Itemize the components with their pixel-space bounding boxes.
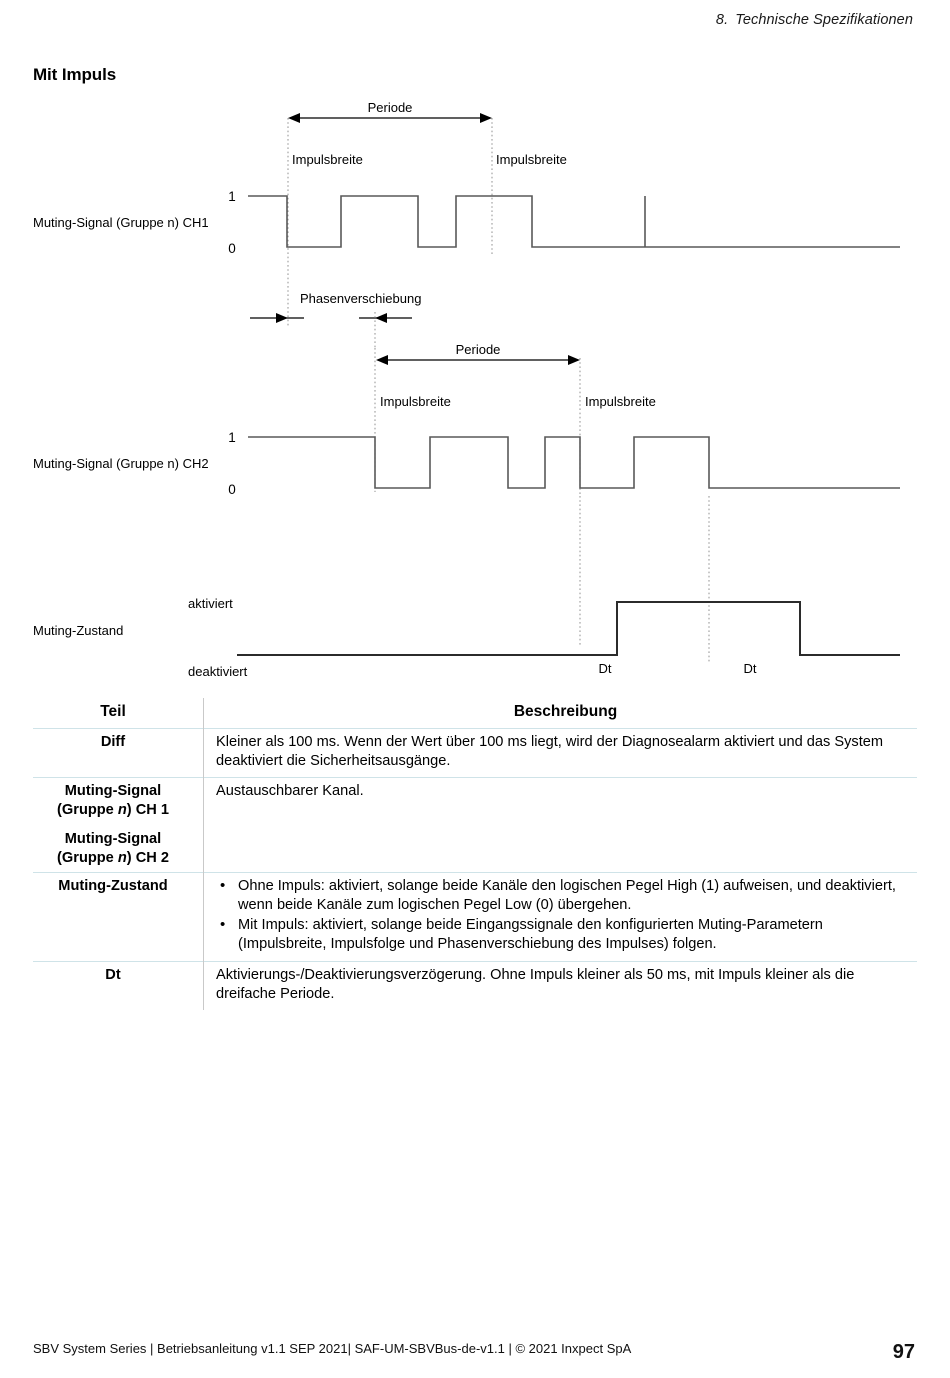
ch2-low-level-label: 0 xyxy=(228,482,236,497)
muting-state-waveform xyxy=(237,601,900,656)
ch2-pulsewidth-label-1: Impulsbreite xyxy=(380,394,451,409)
table-row-dt: Dt Aktivierungs-/Deaktivierungsverzögeru… xyxy=(33,961,917,1010)
ch1-group-prefix: (Gruppe xyxy=(57,801,118,818)
delay-label-1: Dt xyxy=(599,661,612,676)
page-number: 97 xyxy=(892,1341,915,1363)
ch1-period-annotation: Periode xyxy=(288,100,492,123)
column-header-description: Beschreibung xyxy=(203,698,917,729)
ch2-period-label: Periode xyxy=(456,342,501,357)
ch2-pulsewidth-label-2: Impulsbreite xyxy=(585,394,656,409)
ch1-pulsewidth-label-1: Impulsbreite xyxy=(292,152,363,167)
delay-label-2: Dt xyxy=(744,661,757,676)
page-header: 8. Technische Spezifikationen xyxy=(716,12,913,28)
muting-signal-ch1-line1: Muting-Signal xyxy=(64,783,162,800)
muting-signal-ch2-line2: (Gruppe n) CH 2 xyxy=(33,849,193,868)
ch1-pulsewidth-label-2: Impulsbreite xyxy=(496,152,567,167)
row-part-diff: Diff xyxy=(100,734,126,751)
phase-shift-annotation: Phasenverschiebung xyxy=(250,291,421,348)
muting-state-signal-name: Muting-Zustand xyxy=(33,623,123,638)
muting-state-bullet-list: Ohne Impuls: aktiviert, solange beide Ka… xyxy=(216,876,915,954)
ch2-group-suffix: ) CH 2 xyxy=(126,850,169,867)
table-row-muting-signal: Muting-Signal (Gruppe n) CH 1 Muting-Sig… xyxy=(33,777,917,873)
table-header-row: Teil Beschreibung xyxy=(33,698,917,729)
timing-diagram: Periode Impulsbreite Impulsbreite 1 0 Mu… xyxy=(0,90,950,690)
ch2-period-annotation: Periode xyxy=(376,342,580,365)
section-title: Mit Impuls xyxy=(33,65,117,84)
specification-table: Teil Beschreibung Diff Kleiner als 100 m… xyxy=(33,698,917,1010)
row-part-muting-state: Muting-Zustand xyxy=(58,877,168,894)
ch2-waveform xyxy=(248,436,900,489)
table-row-muting-state: Muting-Zustand Ohne Impuls: aktiviert, s… xyxy=(33,872,917,962)
table-row-diff: Diff Kleiner als 100 ms. Wenn der Wert ü… xyxy=(33,728,917,778)
table-body: Diff Kleiner als 100 ms. Wenn der Wert ü… xyxy=(33,728,917,1010)
muting-state-low-label: deaktiviert xyxy=(188,664,248,679)
ch1-period-label: Periode xyxy=(368,100,413,115)
row-part-dt: Dt xyxy=(105,966,121,983)
ch2-signal-name: Muting-Signal (Gruppe n) CH2 xyxy=(33,456,209,471)
table-head: Teil Beschreibung xyxy=(33,698,917,729)
ch2-high-level-label: 1 xyxy=(228,430,236,445)
row-description-muting-state: Ohne Impuls: aktiviert, solange beide Ka… xyxy=(203,872,917,962)
ch1-low-level-label: 0 xyxy=(228,241,236,256)
row-part-muting-signal: Muting-Signal (Gruppe n) CH 1 Muting-Sig… xyxy=(33,778,204,873)
ch1-high-level-label: 1 xyxy=(228,189,236,204)
ch2-group-italic-n: n xyxy=(117,850,127,867)
row-description-dt: Aktivierungs-/Deaktivierungsverzögerung.… xyxy=(203,961,917,1010)
page-footer: SBV System Series | Betriebsanleitung v1… xyxy=(33,1341,632,1356)
list-item: Ohne Impuls: aktiviert, solange beide Ka… xyxy=(216,876,915,915)
list-item: Mit Impuls: aktiviert, solange beide Ein… xyxy=(216,915,915,954)
ch1-group-italic-n: n xyxy=(117,801,127,818)
ch1-signal-name: Muting-Signal (Gruppe n) CH1 xyxy=(33,215,209,230)
column-header-part: Teil xyxy=(100,703,126,720)
row-description-diff: Kleiner als 100 ms. Wenn der Wert über 1… xyxy=(203,728,917,778)
muting-signal-ch2-line1: Muting-Signal xyxy=(64,831,162,848)
chapter-title: Technische Spezifikationen xyxy=(735,12,913,28)
muting-state-high-label: aktiviert xyxy=(188,596,233,611)
phase-shift-label: Phasenverschiebung xyxy=(300,291,421,306)
ch1-waveform xyxy=(248,195,900,248)
muting-signal-ch1-line2: (Gruppe n) CH 1 xyxy=(33,801,193,820)
ch1-group-suffix: ) CH 1 xyxy=(126,801,169,818)
chapter-number: 8. xyxy=(715,12,729,28)
ch2-group-prefix: (Gruppe xyxy=(57,850,118,867)
row-description-muting-signal: Austauschbarer Kanal. xyxy=(203,777,917,873)
